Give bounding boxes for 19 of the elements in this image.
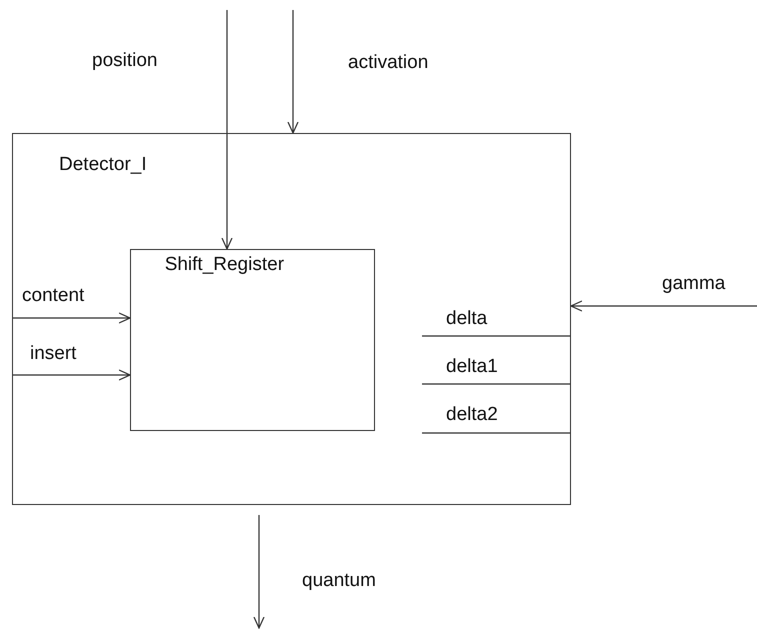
edge-label: insert (30, 343, 76, 365)
edge-label: gamma (662, 273, 726, 295)
port-label: delta1 (446, 356, 498, 378)
block-title: Detector_I (59, 154, 147, 176)
edge-label: position (92, 50, 158, 72)
block-title: Shift_Register (164, 254, 284, 276)
port-label: delta2 (446, 404, 498, 426)
arrow (221, 10, 233, 250)
edge-label: quantum (302, 570, 376, 592)
register-box (130, 248, 375, 431)
edge-label: activation (348, 52, 428, 74)
arrow (12, 369, 131, 381)
arrow (287, 10, 299, 134)
edge-label: content (22, 285, 84, 307)
arrow (253, 515, 265, 629)
arrow (12, 312, 131, 324)
port-label: delta (446, 308, 488, 330)
detector-box (12, 133, 571, 505)
arrow (570, 300, 757, 312)
